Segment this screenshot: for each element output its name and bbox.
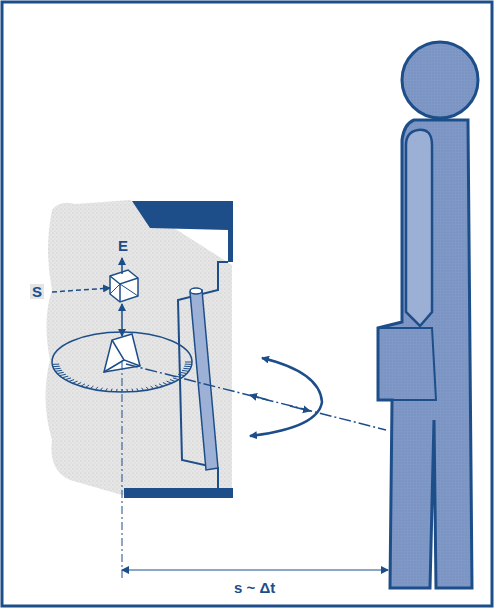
rod xyxy=(190,290,218,470)
rotation-arrow xyxy=(250,358,322,436)
optics-cube xyxy=(110,270,138,302)
light-beam xyxy=(126,364,386,430)
signal-label: E xyxy=(116,238,130,253)
person-figure xyxy=(378,42,478,588)
signal-label: S xyxy=(30,284,44,299)
distance-dimension xyxy=(122,569,388,570)
housing-bottom xyxy=(124,488,233,498)
housing-top xyxy=(132,201,233,262)
dimension-label: s ~ Δt xyxy=(232,580,277,595)
housing-region xyxy=(45,200,232,495)
